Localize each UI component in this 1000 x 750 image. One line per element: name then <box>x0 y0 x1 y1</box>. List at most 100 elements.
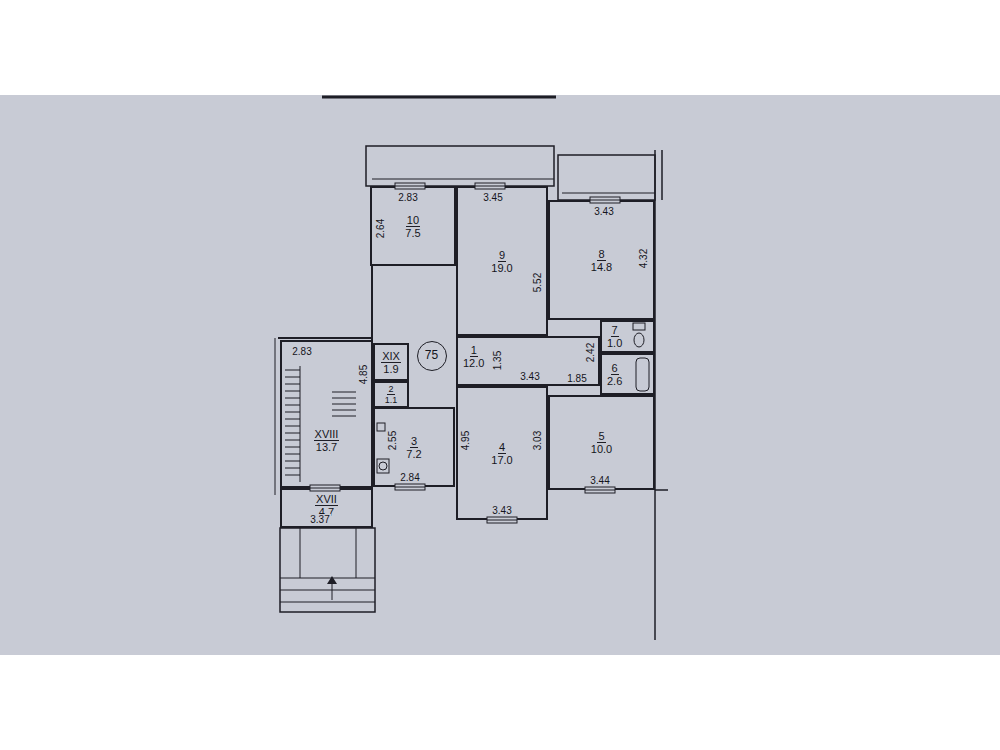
room-number: 4 <box>498 441 506 454</box>
entrance-stair <box>280 528 375 612</box>
room-area: 13.7 <box>315 441 338 453</box>
room-box: 417.0 <box>456 386 548 520</box>
stairwell-box: XVIII13.7 <box>280 340 373 488</box>
stair-step <box>285 454 300 455</box>
dimension: 2.64 <box>376 217 387 238</box>
room-box: 919.0 <box>456 186 548 336</box>
balcony-rail <box>562 193 655 194</box>
stair-railing <box>300 366 301 482</box>
room-box: 71.0 <box>600 320 655 353</box>
room-area: 1.0 <box>606 337 623 349</box>
dimension: 2.55 <box>388 429 399 450</box>
dimension: 2.42 <box>586 341 597 362</box>
dimension: 3.43 <box>519 371 540 382</box>
wall <box>278 337 372 339</box>
room-number: XIX <box>381 350 401 363</box>
wall <box>371 266 373 343</box>
dimension: 4.95 <box>461 429 472 450</box>
room-number: XVIII <box>314 428 340 441</box>
stair-step <box>332 410 356 411</box>
room-number: 9 <box>498 249 506 262</box>
stair-step <box>285 412 300 413</box>
stair-step <box>280 590 375 591</box>
sink <box>377 423 385 431</box>
room-area: 19.0 <box>490 262 513 274</box>
balcony <box>366 146 554 186</box>
stair-step <box>285 370 300 371</box>
dimension: 3.43 <box>491 505 512 516</box>
room-number: 5 <box>597 430 605 443</box>
window-glass <box>590 200 620 201</box>
stair-step <box>285 447 300 448</box>
room-box: 62.6 <box>600 353 655 395</box>
balcony <box>558 155 655 200</box>
balcony-rail <box>372 179 554 180</box>
room-area: 12.0 <box>462 357 485 369</box>
dimension: 2.83 <box>291 346 312 357</box>
room-area: 7.5 <box>404 227 421 239</box>
room-area: 1.9 <box>382 363 399 375</box>
stair-step <box>285 440 300 441</box>
dimension: 1.35 <box>493 349 504 370</box>
room-number: 2 <box>387 384 394 395</box>
stair-arrowhead <box>327 576 337 584</box>
dimension: 1.85 <box>566 373 587 384</box>
window <box>475 183 505 189</box>
stair-step <box>280 578 375 579</box>
stair-step <box>285 391 300 392</box>
wall <box>655 489 668 491</box>
dimension: 5.52 <box>533 271 544 292</box>
dimension: 3.43 <box>593 206 614 217</box>
dimension: 2.84 <box>399 472 420 483</box>
window <box>585 487 615 493</box>
stair-step <box>332 404 356 405</box>
stair-railing <box>356 528 357 578</box>
stair-step <box>285 419 300 420</box>
stair-step <box>285 405 300 406</box>
paper-edge <box>322 96 556 99</box>
bathtub <box>636 358 649 391</box>
stair-arrow <box>332 582 333 600</box>
stove-burner <box>379 462 387 470</box>
room-box: 21.1 <box>373 381 409 408</box>
window-glass <box>487 520 517 521</box>
stair-step <box>332 398 356 399</box>
exterior-line <box>275 338 276 495</box>
window <box>590 197 620 203</box>
toilet-bowl <box>634 333 644 347</box>
dimension: 2.83 <box>397 192 418 203</box>
stair-step <box>285 377 300 378</box>
room-area: 17.0 <box>490 454 513 466</box>
room-area: 10.0 <box>590 443 613 455</box>
dimension: 3.37 <box>309 514 330 525</box>
room-number: 3 <box>410 435 418 448</box>
dimension: 3.03 <box>533 429 544 450</box>
stair-step <box>332 416 356 417</box>
stair-step <box>285 461 300 462</box>
room-number: XVII <box>315 493 338 506</box>
stair-railing <box>300 528 301 578</box>
dimension: 3.45 <box>482 192 503 203</box>
room-area: 14.8 <box>590 261 613 273</box>
room-box: XIX1.9 <box>373 343 409 381</box>
window-glass <box>585 490 615 491</box>
room-number: 8 <box>597 248 605 261</box>
window-glass <box>395 186 425 187</box>
exterior-line <box>661 150 663 200</box>
room-number: 10 <box>406 214 420 227</box>
stair-step <box>285 398 300 399</box>
dimension: 3.44 <box>589 475 610 486</box>
stair-step <box>285 384 300 385</box>
stove <box>377 459 389 473</box>
window <box>487 517 517 523</box>
dimension: 4.32 <box>639 247 650 268</box>
room-number: 1 <box>470 344 478 357</box>
apartment-number-circle: 75 <box>417 341 447 371</box>
window-glass <box>475 186 505 187</box>
stair-step <box>285 475 300 476</box>
window <box>310 485 340 491</box>
stair-step <box>332 392 356 393</box>
